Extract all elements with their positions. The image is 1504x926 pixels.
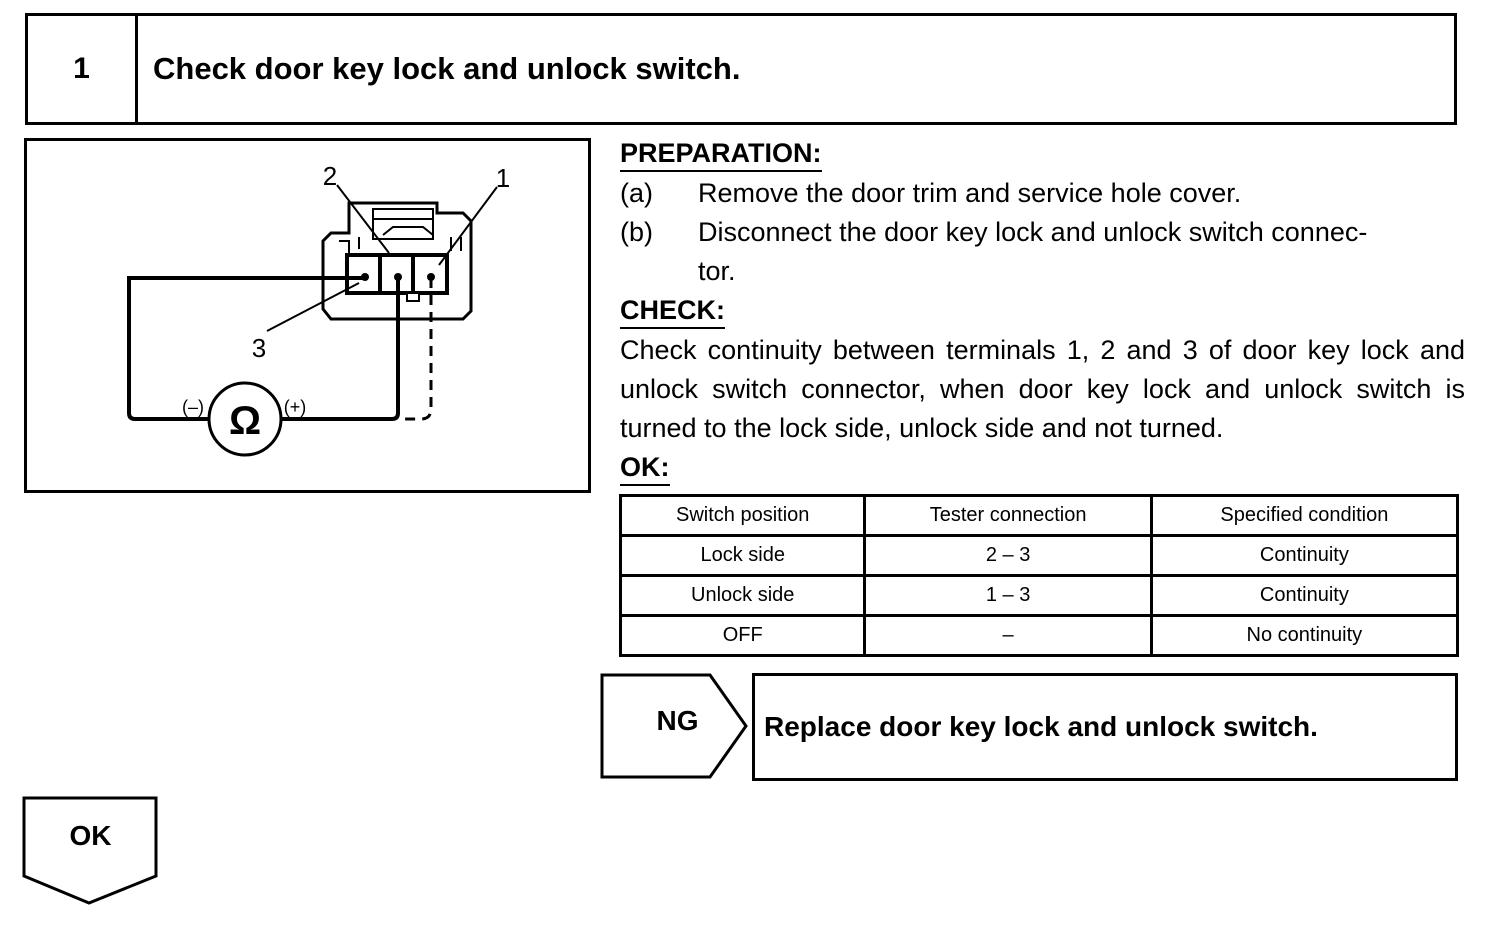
spec-table: Switch position Tester connection Specif… — [618, 494, 1460, 657]
leader-1 — [438, 186, 498, 266]
ng-action-text: Replace door key lock and unlock switch. — [764, 711, 1318, 742]
check-heading: CHECK: — [620, 294, 725, 329]
ng-action-box: Replace door key lock and unlock switch. — [752, 673, 1458, 781]
prep-item-text: Remove the door trim and service hole co… — [698, 178, 1242, 208]
leader-3 — [266, 282, 360, 332]
terminal-1-dot — [427, 273, 435, 281]
ng-label: NG — [656, 705, 699, 736]
table-cell: Lock side — [618, 534, 867, 577]
terminal-1-label: 1 — [496, 163, 510, 193]
ohmmeter — [207, 381, 283, 457]
table-header-row: Switch position Tester connection Specif… — [618, 494, 1460, 537]
terminal-3-label: 3 — [252, 333, 266, 363]
wire-dashed — [399, 278, 433, 421]
table-cell: Continuity — [1149, 574, 1460, 617]
prep-item-label: (a) — [620, 178, 653, 208]
terminal-2-label: 2 — [323, 161, 337, 191]
ng-arrow-shape — [600, 673, 748, 779]
step-number: 1 — [28, 16, 138, 122]
prep-item-b: (b) Disconnect the door key lock and unl… — [620, 213, 1465, 291]
negative-label: (–) — [182, 397, 204, 417]
table-header: Tester connection — [863, 494, 1153, 537]
table-cell: 1 – 3 — [863, 574, 1153, 617]
connector-diagram-svg: 2 1 3 (–) (+) Ω — [127, 161, 510, 457]
table-cell: Unlock side — [618, 574, 867, 617]
step-title: Check door key lock and unlock switch. — [153, 51, 741, 86]
table-header: Switch position — [618, 494, 867, 537]
table-row: Unlock side 1 – 3 Continuity — [618, 574, 1460, 617]
prep-item-text-cont: tor. — [698, 256, 736, 286]
table-row: OFF – No continuity — [618, 614, 1460, 657]
table-cell: OFF — [618, 614, 867, 657]
ok-label: OK — [69, 820, 112, 851]
table-cell: – — [863, 614, 1153, 657]
table-cell: Continuity — [1149, 534, 1460, 577]
table-header: Specified condition — [1149, 494, 1460, 537]
prep-item-label: (b) — [620, 217, 653, 247]
positive-label: (+) — [284, 397, 307, 417]
ok-heading: OK: — [620, 451, 670, 486]
table-cell: No continuity — [1149, 614, 1460, 657]
instructions: PREPARATION: (a) Remove the door trim an… — [620, 134, 1465, 488]
step-header: 1 Check door key lock and unlock switch. — [25, 13, 1457, 125]
table-row: Lock side 2 – 3 Continuity — [618, 534, 1460, 577]
prep-item-text: Disconnect the door key lock and unlock … — [698, 217, 1368, 247]
connector-latch — [372, 208, 434, 240]
wiring-diagram: 2 1 3 (–) (+) Ω — [24, 138, 591, 493]
wire-positive — [281, 278, 400, 421]
leader-2 — [336, 184, 390, 254]
ok-arrow-shape — [22, 796, 158, 905]
connector-housing — [321, 201, 473, 321]
preparation-heading: PREPARATION: — [620, 137, 822, 172]
check-text: Check continuity between terminals 1, 2 … — [620, 335, 1465, 443]
prep-item-a: (a) Remove the door trim and service hol… — [620, 174, 1465, 213]
wire-negative — [127, 276, 363, 421]
table-cell: 2 – 3 — [863, 534, 1153, 577]
ohm-icon: Ω — [229, 399, 261, 443]
